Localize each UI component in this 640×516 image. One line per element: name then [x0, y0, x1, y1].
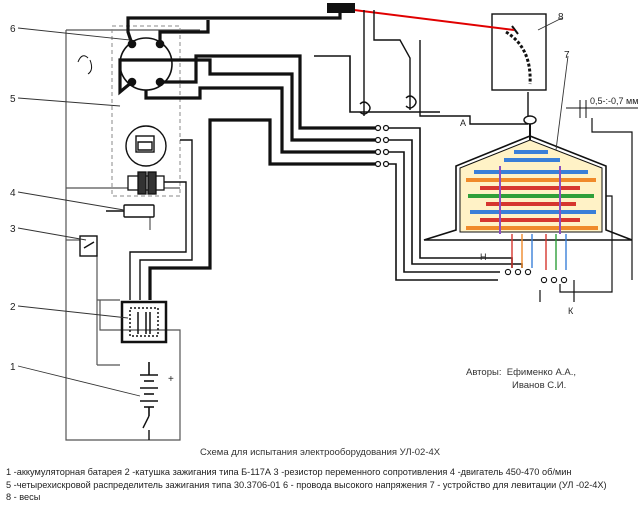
authors-block: Авторы: Ефименко А.А., Иванов С.И.	[466, 366, 576, 392]
label-7: 7	[564, 50, 570, 61]
switch-icon	[142, 415, 150, 440]
low-voltage-wires	[129, 139, 193, 300]
scales-icon	[491, 13, 547, 91]
spring-wires	[359, 10, 529, 125]
plus-sign: +	[168, 374, 174, 385]
authors-line-2: Иванов С.И.	[512, 380, 567, 391]
legend: 1 -аккумуляторная батарея 2 -катушка заж…	[6, 466, 607, 504]
wire-connectors	[374, 124, 390, 168]
distributor-cap-icon	[77, 37, 173, 91]
battery-icon	[140, 362, 158, 416]
circuit-frame	[65, 29, 200, 441]
label-8: 8	[558, 12, 564, 23]
label-5: 5	[10, 94, 16, 105]
leader-lines	[17, 17, 569, 397]
label-k: К	[568, 306, 574, 316]
legend-line-3: 8 - весы	[6, 492, 41, 502]
legend-line-1: 1 -аккумуляторная батарея 2 -катушка заж…	[6, 467, 572, 477]
motor-icon	[106, 204, 155, 218]
terminal-block	[504, 268, 568, 284]
label-a: А	[460, 118, 466, 128]
authors-line-1: Ефименко А.А.,	[506, 367, 577, 378]
label-1: 1	[10, 362, 16, 373]
high-voltage-wires	[118, 8, 380, 300]
condenser-icon	[127, 171, 165, 195]
device-leads	[511, 234, 567, 270]
distributor-enclosure	[111, 25, 181, 197]
authors-prefix: Авторы:	[466, 367, 502, 378]
coil-bars	[466, 150, 598, 234]
label-3: 3	[10, 224, 16, 235]
label-h: Н	[480, 252, 487, 262]
ignition-coil-icon	[120, 300, 168, 344]
label-4: 4	[10, 188, 16, 199]
resistor-icon	[79, 235, 98, 257]
label-2: 2	[10, 302, 16, 313]
gap-marker	[566, 100, 638, 118]
label-6: 6	[10, 24, 16, 35]
breaker-icon	[125, 125, 167, 167]
gap-label: 0,5-:-0,7 мм	[590, 96, 638, 106]
red-wire	[353, 9, 515, 31]
legend-line-2: 5 -четырехискровой распределитель зажига…	[6, 479, 607, 490]
ground-wires	[539, 118, 633, 302]
levitation-device	[423, 115, 633, 241]
diagram-caption: Схема для испытания электрооборудования …	[200, 447, 441, 458]
terminal-icon	[327, 3, 355, 13]
